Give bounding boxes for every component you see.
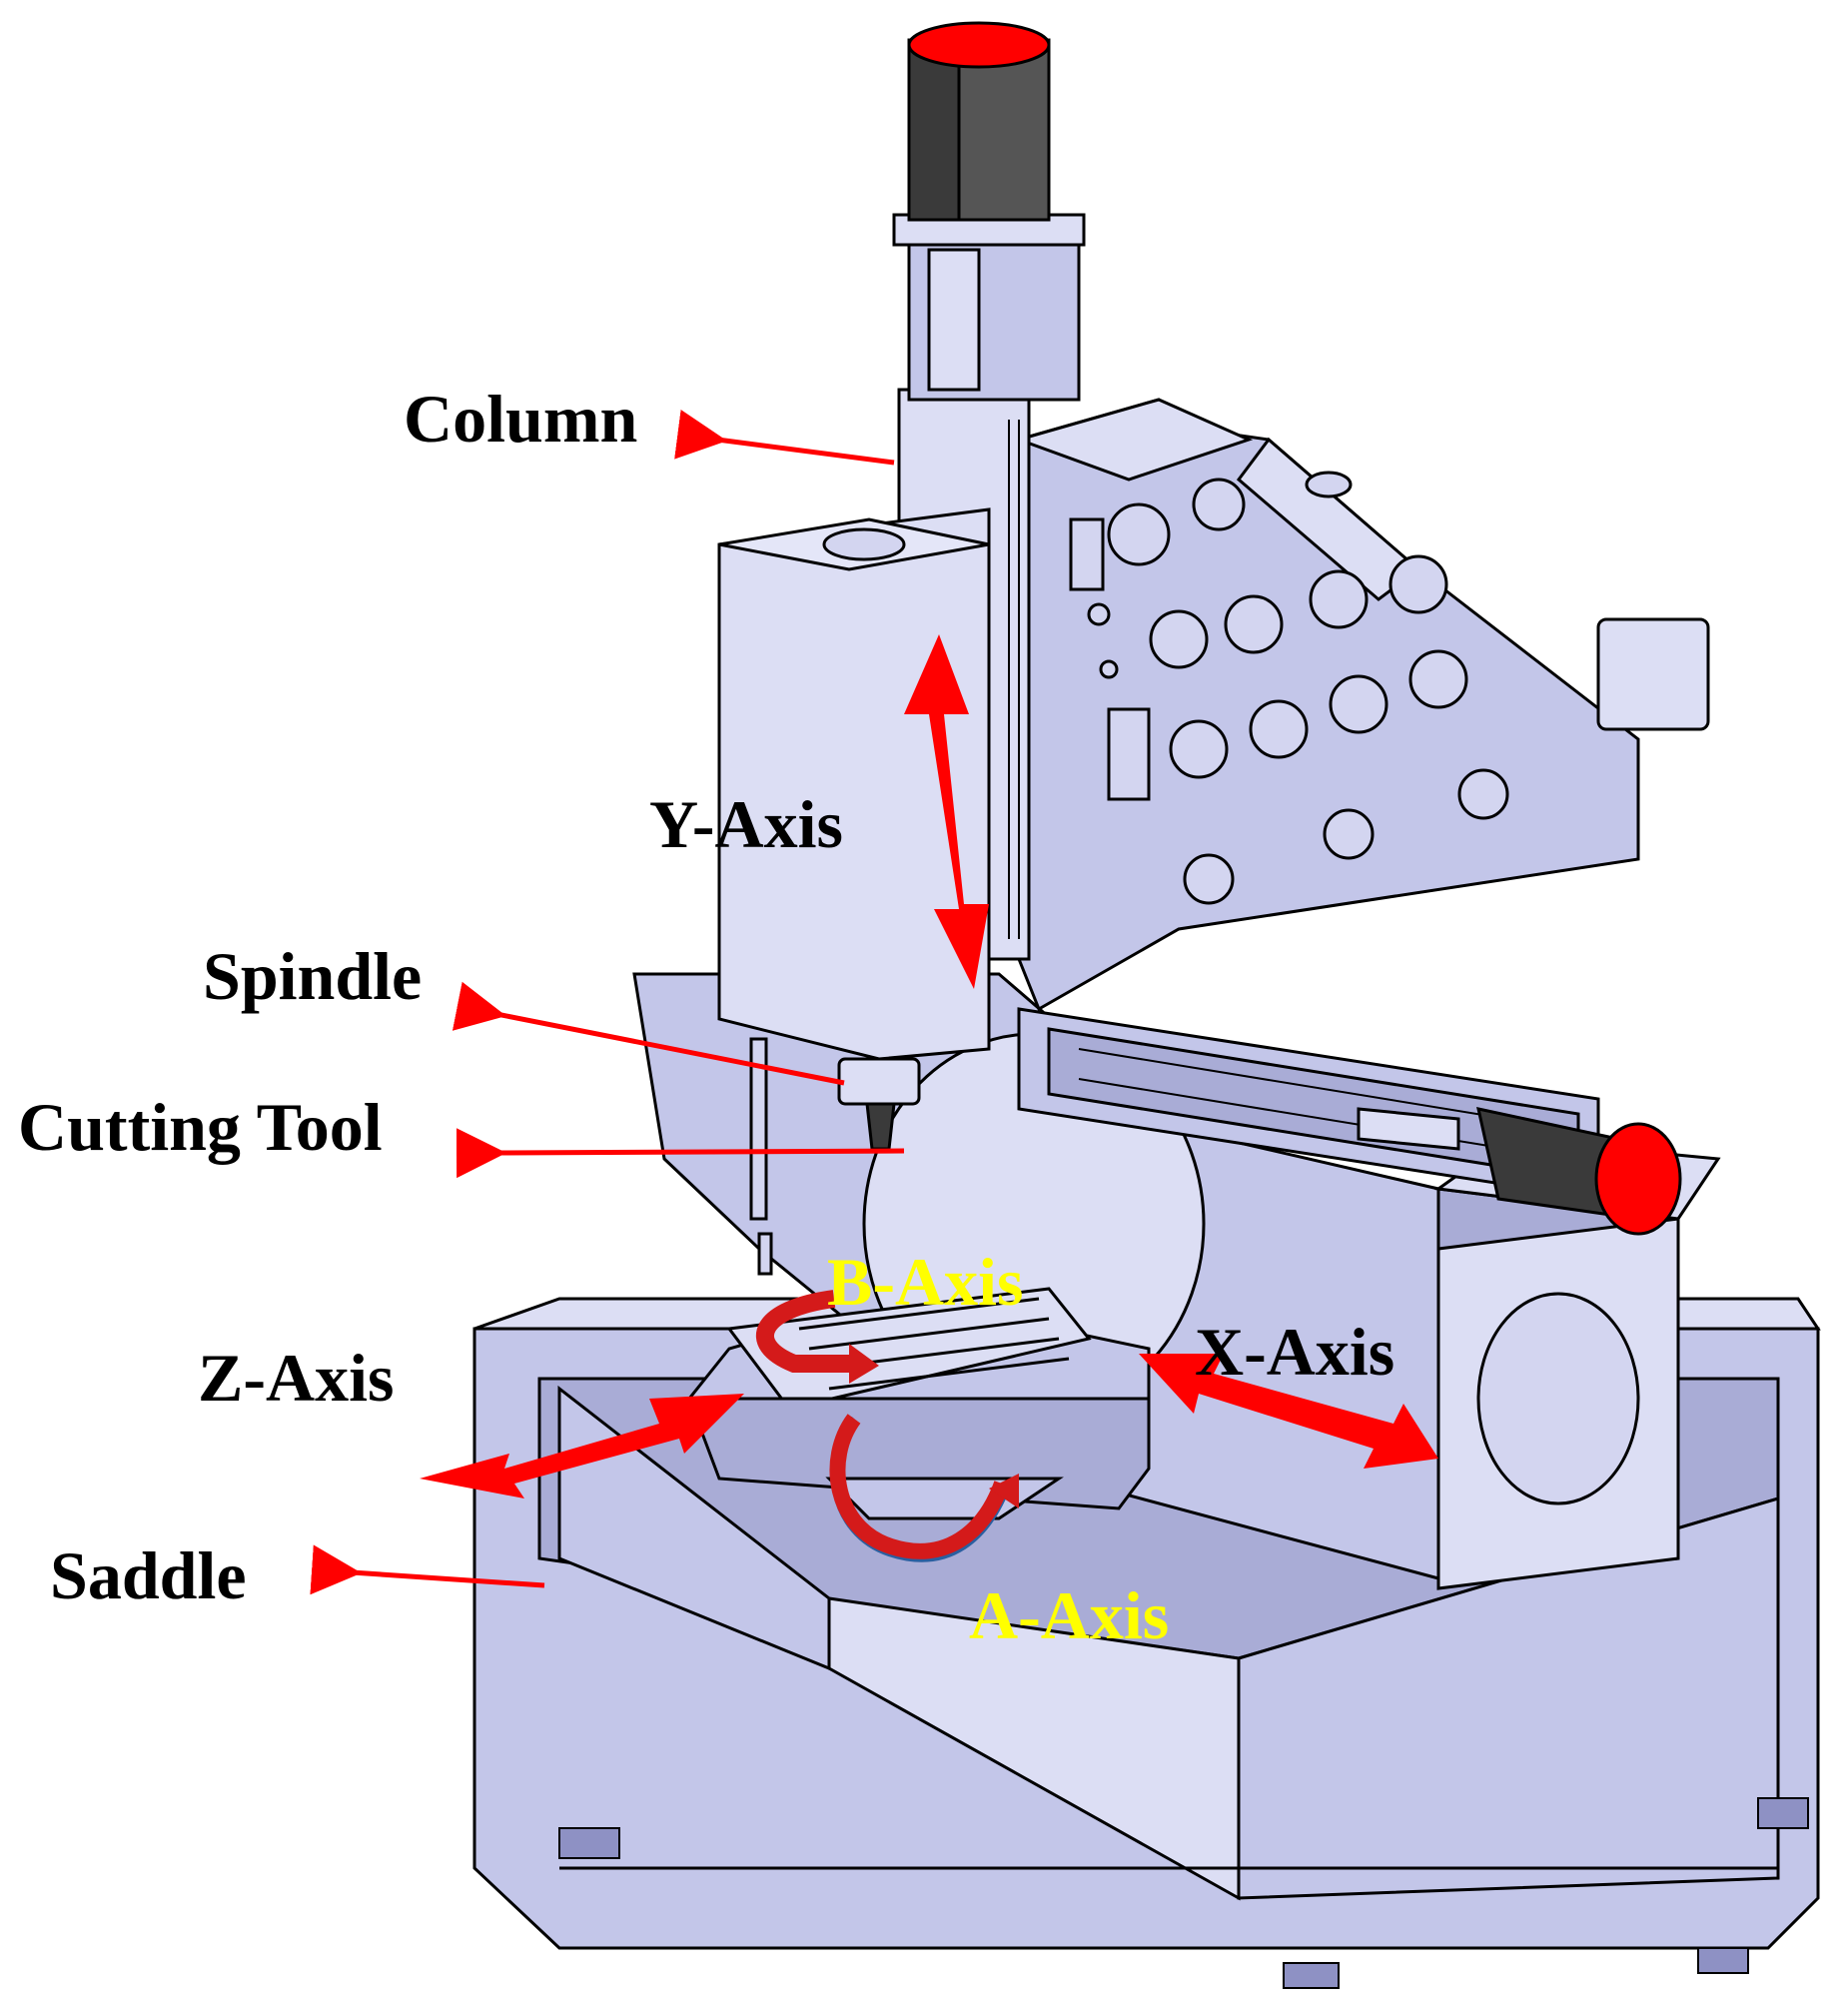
label-pointers: [310, 410, 905, 1595]
label-z-axis: Z-Axis: [198, 1340, 394, 1416]
label-a-axis: A-Axis: [969, 1577, 1169, 1653]
z-axis-arrow: [420, 1394, 744, 1499]
motion-arrows: [420, 634, 1438, 1499]
label-saddle: Saddle: [50, 1537, 247, 1613]
labels: Column Y-Axis Spindle Cutting Tool B-Axi…: [18, 381, 1394, 1653]
x-axis-motor: [1476, 1107, 1682, 1236]
label-x-axis: X-Axis: [1195, 1314, 1394, 1390]
b-axis-rotation-arrow: [755, 1290, 879, 1384]
rotary-table: [686, 1287, 1151, 1520]
saddle-pointer: [310, 1544, 545, 1595]
label-b-axis: B-Axis: [827, 1244, 1023, 1320]
y-axis-arrow: [904, 634, 989, 989]
label-column: Column: [404, 381, 637, 457]
label-y-axis: Y-Axis: [649, 786, 843, 862]
a-axis-rotation-arrow: [829, 1414, 1019, 1562]
spindle-housing: [717, 507, 991, 1151]
label-cutting-tool: Cutting Tool: [18, 1089, 383, 1165]
head-block: [1014, 398, 1710, 1012]
rotary-arrows: [755, 1290, 1019, 1562]
head-holes: [1069, 471, 1509, 905]
spindle-pointer: [452, 981, 845, 1086]
x-axis-arrow: [1139, 1354, 1438, 1469]
cutting-tool-pointer: [456, 1128, 905, 1179]
label-spindle: Spindle: [203, 938, 422, 1014]
column-pointer: [674, 410, 895, 466]
